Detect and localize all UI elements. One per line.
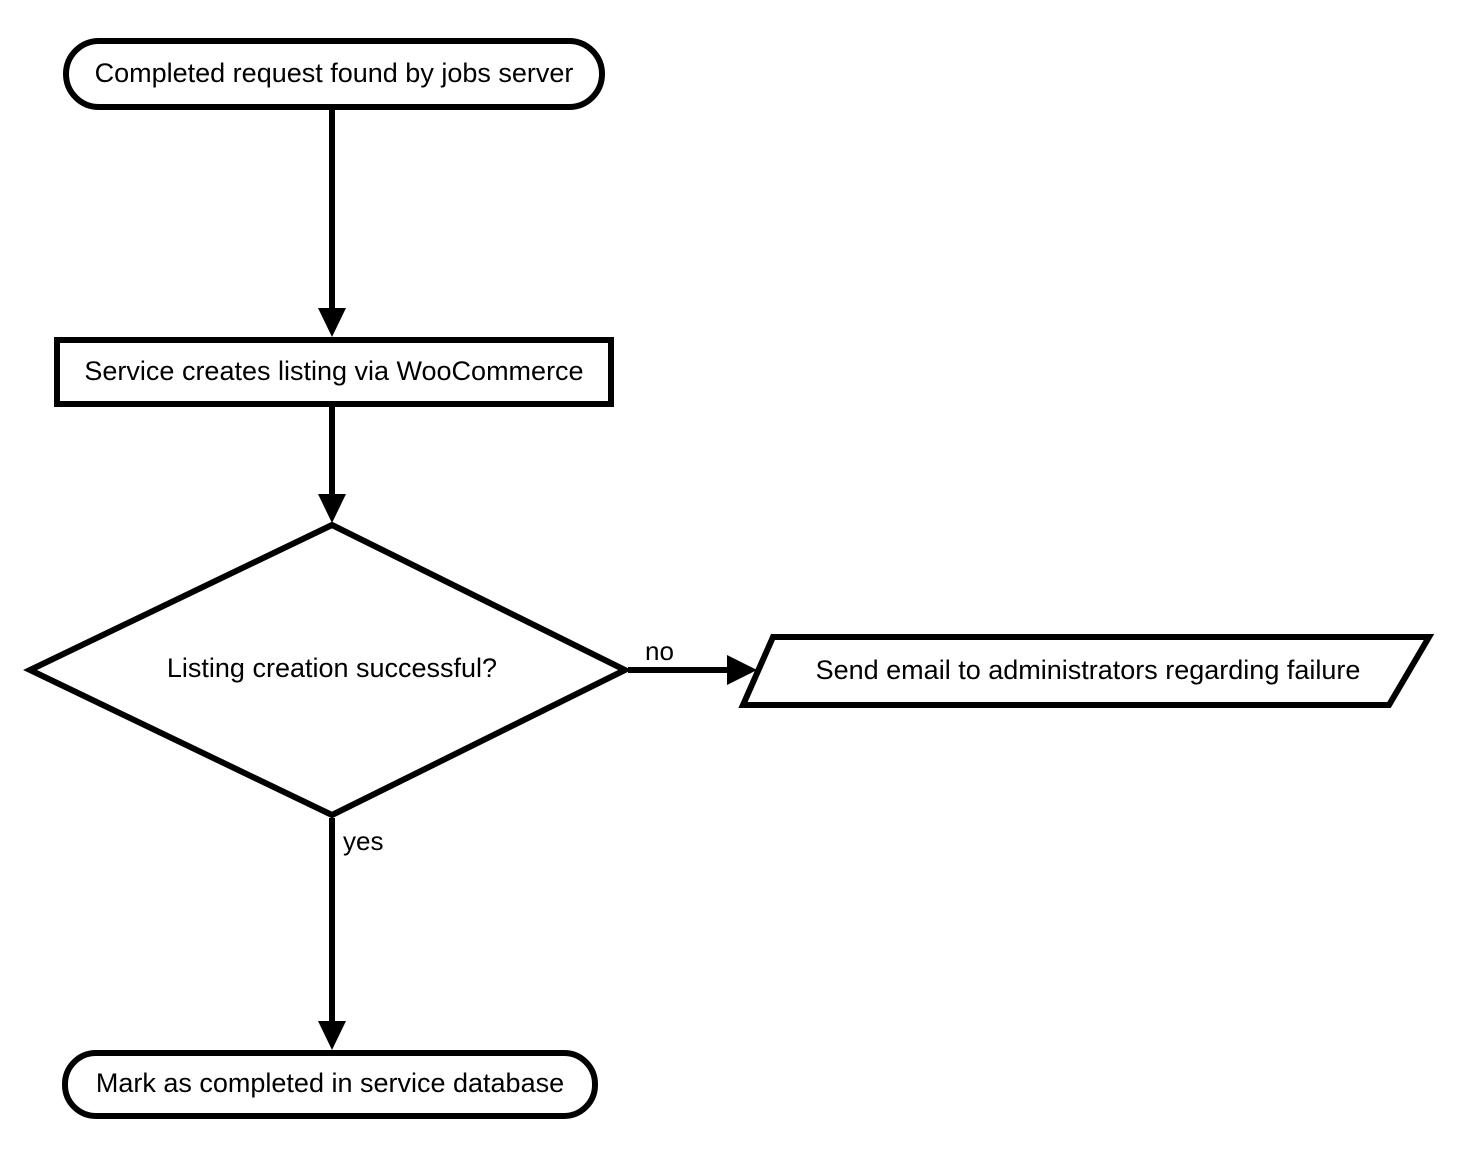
node-label-decision: Listing creation successful? xyxy=(167,653,497,683)
node-send-email[interactable]: Send email to administrators regarding f… xyxy=(738,634,1435,708)
node-start[interactable]: Completed request found by jobs server xyxy=(63,38,605,110)
node-shape-stadium xyxy=(63,38,605,110)
node-label-send-email: Send email to administrators regarding f… xyxy=(816,655,1361,685)
arrow-head-icon xyxy=(727,655,757,685)
node-shape-rectangle xyxy=(54,337,614,407)
arrow-head-icon xyxy=(318,1021,346,1050)
arrow-head-icon xyxy=(318,494,346,523)
node-create-listing[interactable]: Service creates listing via WooCommerce xyxy=(54,337,614,407)
edge-label-yes: yes xyxy=(343,826,383,856)
node-shape-stadium xyxy=(62,1050,598,1119)
node-mark-completed[interactable]: Mark as completed in service database xyxy=(62,1050,598,1119)
edge-start-to-create-listing xyxy=(318,110,346,337)
node-label-start: Completed request found by jobs server xyxy=(95,58,574,88)
node-label-mark-completed: Mark as completed in service database xyxy=(96,1068,564,1098)
edge-create-listing-to-decision xyxy=(318,407,346,523)
node-decision[interactable]: Listing creation successful? xyxy=(23,521,632,819)
node-shape-parallelogram xyxy=(738,634,1435,708)
node-shape-diamond xyxy=(23,521,632,819)
edge-decision-to-send-email: no xyxy=(628,636,757,685)
arrow-head-icon xyxy=(318,308,346,337)
node-label-create-listing: Service creates listing via WooCommerce xyxy=(84,356,583,386)
edge-label-no: no xyxy=(645,636,674,666)
edge-decision-to-mark-completed: yes xyxy=(318,818,383,1050)
